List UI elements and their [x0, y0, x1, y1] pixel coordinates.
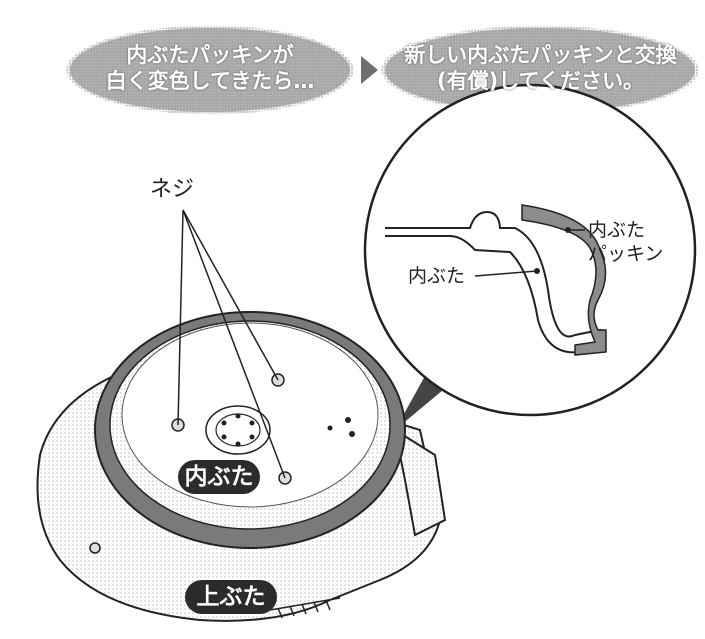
inner-lid-badge-bg: [178, 460, 260, 494]
screws-label: ネジ: [150, 177, 195, 202]
screw-pointer-lines: [177, 209, 286, 479]
inner-lid-badge: 内ぶた: [184, 464, 254, 490]
gasket-callout-label: 内ぶた パッキン: [588, 219, 664, 265]
magnifier-bubble: [363, 83, 697, 417]
banner-right-text: 新しい内ぶたパッキンと交換 (有償)してください。: [404, 43, 677, 93]
inner-lid-callout-label: 内ぶた: [408, 265, 466, 287]
cross-section-drawing: [385, 210, 601, 354]
banner-left-text: 内ぶたパッキンが 白く変色してきたら…: [105, 43, 315, 93]
gasket-shape: [521, 204, 607, 356]
center-valve: [205, 405, 271, 455]
hinge: [393, 427, 447, 537]
vent-ridges: [269, 597, 341, 619]
top-lid-badge-bg: [185, 580, 277, 614]
top-lid-badge: 上ぶた: [196, 584, 266, 610]
banner-arrow: [361, 56, 378, 84]
